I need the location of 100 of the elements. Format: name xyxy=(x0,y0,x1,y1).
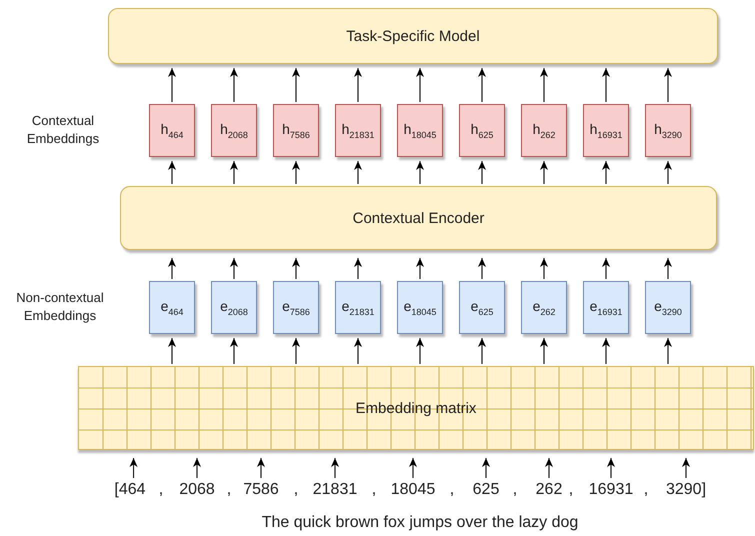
arrow xyxy=(168,68,176,102)
arrow xyxy=(130,458,138,478)
arrow xyxy=(664,68,672,102)
box-label: e$_{18045}$ xyxy=(404,298,436,317)
comma-separator: , xyxy=(644,481,648,499)
box-label: h$_{262}$ xyxy=(532,121,556,140)
arrow xyxy=(482,458,490,478)
arrow xyxy=(540,258,548,280)
arrow xyxy=(540,160,548,184)
box-label: h$_{464}$ xyxy=(160,121,184,140)
box-label: Contextual Encoder xyxy=(352,210,484,226)
arrow xyxy=(664,160,672,184)
arrow xyxy=(607,458,615,478)
box-label: h$_{3290}$ xyxy=(654,121,682,140)
embedding-vector-box xyxy=(273,281,319,334)
arrow xyxy=(416,338,424,364)
model-box xyxy=(108,8,718,64)
arrow xyxy=(292,68,300,102)
arrow xyxy=(416,68,424,102)
embedding-vector-box xyxy=(397,281,443,334)
arrow xyxy=(540,338,548,364)
layer-label: Non-contextual Embeddings xyxy=(15,289,105,325)
arrow xyxy=(602,68,610,102)
embedding-vector-box xyxy=(149,281,195,334)
arrow xyxy=(230,68,238,102)
box-label: e$_{464}$ xyxy=(160,298,184,317)
token-id: 7586 xyxy=(243,480,279,500)
arrow xyxy=(168,338,176,364)
arrow xyxy=(193,458,201,478)
box-label: h$_{21831}$ xyxy=(342,121,374,140)
box-label: h$_{16931}$ xyxy=(590,121,622,140)
arrow xyxy=(409,458,417,478)
model-box xyxy=(120,186,717,250)
contextual-embedding-box xyxy=(645,104,691,157)
embedding-vector-box xyxy=(335,281,381,334)
comma-separator: , xyxy=(512,481,518,499)
box-label: h$_{7586}$ xyxy=(282,121,310,140)
comma-separator: , xyxy=(568,481,574,499)
comma-separator: , xyxy=(450,481,454,499)
arrow xyxy=(664,258,672,280)
arrow xyxy=(540,68,548,102)
arrow xyxy=(168,160,176,184)
arrow xyxy=(478,160,486,184)
arrow xyxy=(545,458,553,478)
contextual-embedding-box xyxy=(521,104,567,157)
box-label: e$_{262}$ xyxy=(532,298,556,317)
comma-separator: , xyxy=(372,481,376,499)
token-id: 16931 xyxy=(588,480,634,500)
token-id: [464 xyxy=(114,480,146,500)
embedding-vector-box xyxy=(459,281,505,334)
embedding-vector-box xyxy=(645,281,691,334)
arrow xyxy=(602,258,610,280)
arrow xyxy=(478,68,486,102)
arrow xyxy=(682,458,690,478)
arrow xyxy=(230,160,238,184)
box-label: e$_{21831}$ xyxy=(342,298,374,317)
arrow xyxy=(478,258,486,280)
contextual-embedding-box xyxy=(273,104,319,157)
arrow xyxy=(292,160,300,184)
comma-separator: , xyxy=(158,481,164,499)
contextual-embedding-box xyxy=(583,104,629,157)
box-label: h$_{625}$ xyxy=(470,121,494,140)
arrow xyxy=(331,458,339,478)
matrix-label: Embedding matrix xyxy=(356,400,476,416)
contextual-embedding-box xyxy=(211,104,257,157)
token-id: 3290] xyxy=(666,480,706,500)
token-id: 2068 xyxy=(179,480,215,500)
arrow xyxy=(602,160,610,184)
token-id: 262 xyxy=(536,480,562,500)
arrow xyxy=(478,338,486,364)
arrow xyxy=(230,338,238,364)
contextual-embedding-box xyxy=(149,104,195,157)
token-id: 625 xyxy=(472,480,500,500)
comma-separator: , xyxy=(294,481,298,499)
arrow xyxy=(602,338,610,364)
contextual-embedding-box xyxy=(397,104,443,157)
contextual-embedding-box xyxy=(335,104,381,157)
token-id: 21831 xyxy=(312,480,358,500)
arrow xyxy=(664,338,672,364)
arrow xyxy=(230,258,238,280)
arrow xyxy=(292,258,300,280)
box-label: e$_{7586}$ xyxy=(282,298,310,317)
embedding-matrix-grid xyxy=(78,366,754,450)
embedding-vector-box xyxy=(521,281,567,334)
box-label: e$_{3290}$ xyxy=(654,298,682,317)
box-label: h$_{2068}$ xyxy=(220,121,248,140)
box-label: e$_{2068}$ xyxy=(220,298,248,317)
arrow xyxy=(354,258,362,280)
arrow xyxy=(168,258,176,280)
box-label: Task-Specific Model xyxy=(346,28,480,44)
arrow xyxy=(354,160,362,184)
embedding-vector-box xyxy=(583,281,629,334)
arrow xyxy=(416,160,424,184)
sentence-text: The quick brown fox jumps over the lazy dog xyxy=(262,514,578,532)
arrow xyxy=(416,258,424,280)
embedding-vector-box xyxy=(211,281,257,334)
arrow xyxy=(257,458,265,478)
layer-label: Contextual Embeddings xyxy=(26,112,100,148)
box-label: e$_{16931}$ xyxy=(590,298,622,317)
arrow xyxy=(354,68,362,102)
